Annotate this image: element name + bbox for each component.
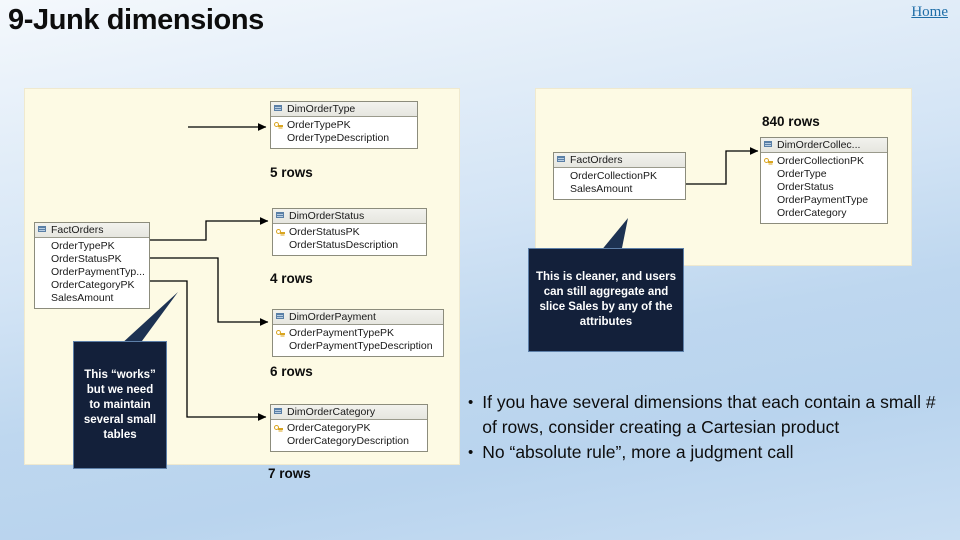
table-icon	[276, 312, 285, 321]
er-field-label: OrderStatusDescription	[289, 239, 399, 251]
key-icon	[276, 329, 285, 338]
bullet-text: No “absolute rule”, more a judgment call	[482, 442, 794, 462]
er-table-fields: OrderStatusPK OrderStatusDescription	[273, 224, 426, 255]
er-table-fields: OrderCollectionPK OrderType OrderStatus …	[761, 153, 887, 223]
er-table-header: DimOrderStatus	[273, 209, 426, 224]
er-field-label: OrderCategoryDescription	[287, 435, 409, 447]
er-field-row: OrderStatus	[764, 181, 884, 194]
er-table-dimorderpayment[interactable]: DimOrderPayment OrderPaymentTypePK Order…	[272, 309, 444, 357]
er-field-row-key: OrderTypePK	[274, 119, 414, 132]
rowcount-dimordercollection: 840 rows	[762, 114, 820, 129]
key-icon	[764, 157, 773, 166]
er-field-row: OrderTypePK	[38, 240, 146, 253]
callout-left: This “works” but we need to maintain sev…	[73, 341, 167, 469]
bullet-item: • No “absolute rule”, more a judgment ca…	[468, 440, 938, 465]
er-field-label: OrderPaymentTypePK	[289, 327, 395, 339]
er-field-row: OrderCollectionPK	[557, 170, 682, 183]
er-field-row: SalesAmount	[38, 292, 146, 305]
er-field-label: OrderCollectionPK	[777, 155, 864, 167]
er-field-row: OrderPaymentTypeDescription	[276, 340, 440, 353]
rowcount-dimordercategory: 7 rows	[268, 466, 311, 481]
bullet-marker: •	[468, 394, 474, 411]
er-field-label: OrderStatus	[777, 181, 834, 193]
er-table-header: DimOrderType	[271, 102, 417, 117]
table-icon	[38, 225, 47, 234]
bullet-marker: •	[468, 444, 474, 461]
er-field-label: OrderType	[777, 168, 827, 180]
er-table-fields: OrderTypePK OrderStatusPK OrderPaymentTy…	[35, 238, 149, 308]
er-field-label: OrderTypeDescription	[287, 132, 390, 144]
er-table-name: DimOrderCollec...	[777, 138, 861, 151]
home-link[interactable]: Home	[911, 4, 948, 20]
er-field-label: OrderPaymentTyp...	[51, 266, 145, 278]
rowcount-dimordertype: 5 rows	[270, 165, 313, 180]
bullet-text: If you have several dimensions that each…	[482, 392, 936, 437]
er-field-label: OrderCategory	[777, 207, 847, 219]
er-field-label: SalesAmount	[570, 183, 633, 195]
er-table-header: DimOrderCategory	[271, 405, 427, 420]
er-table-name: DimOrderType	[287, 102, 356, 115]
er-field-label: OrderCollectionPK	[570, 170, 657, 182]
er-table-header: DimOrderPayment	[273, 310, 443, 325]
er-field-label: OrderCategoryPK	[51, 279, 135, 291]
er-field-row: OrderTypeDescription	[274, 132, 414, 145]
key-icon	[274, 424, 283, 433]
key-icon	[274, 121, 283, 130]
er-table-name: FactOrders	[51, 223, 104, 236]
er-table-fields: OrderPaymentTypePK OrderPaymentTypeDescr…	[273, 325, 443, 356]
er-table-fields: OrderCategoryPK OrderCategoryDescription	[271, 420, 427, 451]
table-icon	[557, 155, 566, 164]
callout-right: This is cleaner, and users can still agg…	[528, 248, 684, 352]
er-field-row: OrderStatusDescription	[276, 239, 423, 252]
er-field-row-key: OrderStatusPK	[276, 226, 423, 239]
er-field-label: OrderTypePK	[287, 119, 351, 131]
er-field-label: OrderStatusPK	[51, 253, 122, 265]
er-table-name: DimOrderPayment	[289, 310, 376, 323]
er-field-row: OrderCategory	[764, 207, 884, 220]
er-field-row-key: OrderCategoryPK	[274, 422, 424, 435]
er-table-fields: OrderCollectionPK SalesAmount	[554, 168, 685, 199]
er-field-row: OrderPaymentType	[764, 194, 884, 207]
er-table-name: DimOrderCategory	[287, 405, 376, 418]
er-table-dimordercategory[interactable]: DimOrderCategory OrderCategoryPK OrderCa…	[270, 404, 428, 452]
er-table-header: FactOrders	[35, 223, 149, 238]
er-field-row: OrderType	[764, 168, 884, 181]
er-field-label: OrderStatusPK	[289, 226, 360, 238]
er-table-factorders-left[interactable]: FactOrders OrderTypePK OrderStatusPK Ord…	[34, 222, 150, 309]
er-field-row: OrderPaymentTyp...	[38, 266, 146, 279]
er-table-factorders-right[interactable]: FactOrders OrderCollectionPK SalesAmount	[553, 152, 686, 200]
er-field-label: SalesAmount	[51, 292, 114, 304]
er-field-row: SalesAmount	[557, 183, 682, 196]
er-field-row: OrderStatusPK	[38, 253, 146, 266]
er-table-name: DimOrderStatus	[289, 209, 365, 222]
bullet-list: • If you have several dimensions that ea…	[468, 390, 938, 465]
er-field-row-key: OrderCollectionPK	[764, 155, 884, 168]
er-table-name: FactOrders	[570, 153, 623, 166]
er-field-label: OrderTypePK	[51, 240, 115, 252]
er-field-label: OrderCategoryPK	[287, 422, 371, 434]
bullet-item: • If you have several dimensions that ea…	[468, 390, 938, 440]
er-field-label: OrderPaymentTypeDescription	[289, 340, 433, 352]
table-icon	[274, 104, 283, 113]
er-table-dimordercollection[interactable]: DimOrderCollec... OrderCollectionPK Orde…	[760, 137, 888, 224]
rowcount-dimorderpayment: 6 rows	[270, 364, 313, 379]
er-table-dimordertype[interactable]: DimOrderType OrderTypePK OrderTypeDescri…	[270, 101, 418, 149]
table-icon	[274, 407, 283, 416]
er-field-row: OrderCategoryPK	[38, 279, 146, 292]
er-table-dimorderstatus[interactable]: DimOrderStatus OrderStatusPK OrderStatus…	[272, 208, 427, 256]
er-table-fields: OrderTypePK OrderTypeDescription	[271, 117, 417, 148]
table-icon	[276, 211, 285, 220]
er-table-header: DimOrderCollec...	[761, 138, 887, 153]
key-icon	[276, 228, 285, 237]
er-field-row: OrderCategoryDescription	[274, 435, 424, 448]
er-field-row-key: OrderPaymentTypePK	[276, 327, 440, 340]
page-title: 9-Junk dimensions	[8, 4, 264, 36]
er-table-header: FactOrders	[554, 153, 685, 168]
rowcount-dimorderstatus: 4 rows	[270, 271, 313, 286]
table-icon	[764, 140, 773, 149]
er-field-label: OrderPaymentType	[777, 194, 869, 206]
